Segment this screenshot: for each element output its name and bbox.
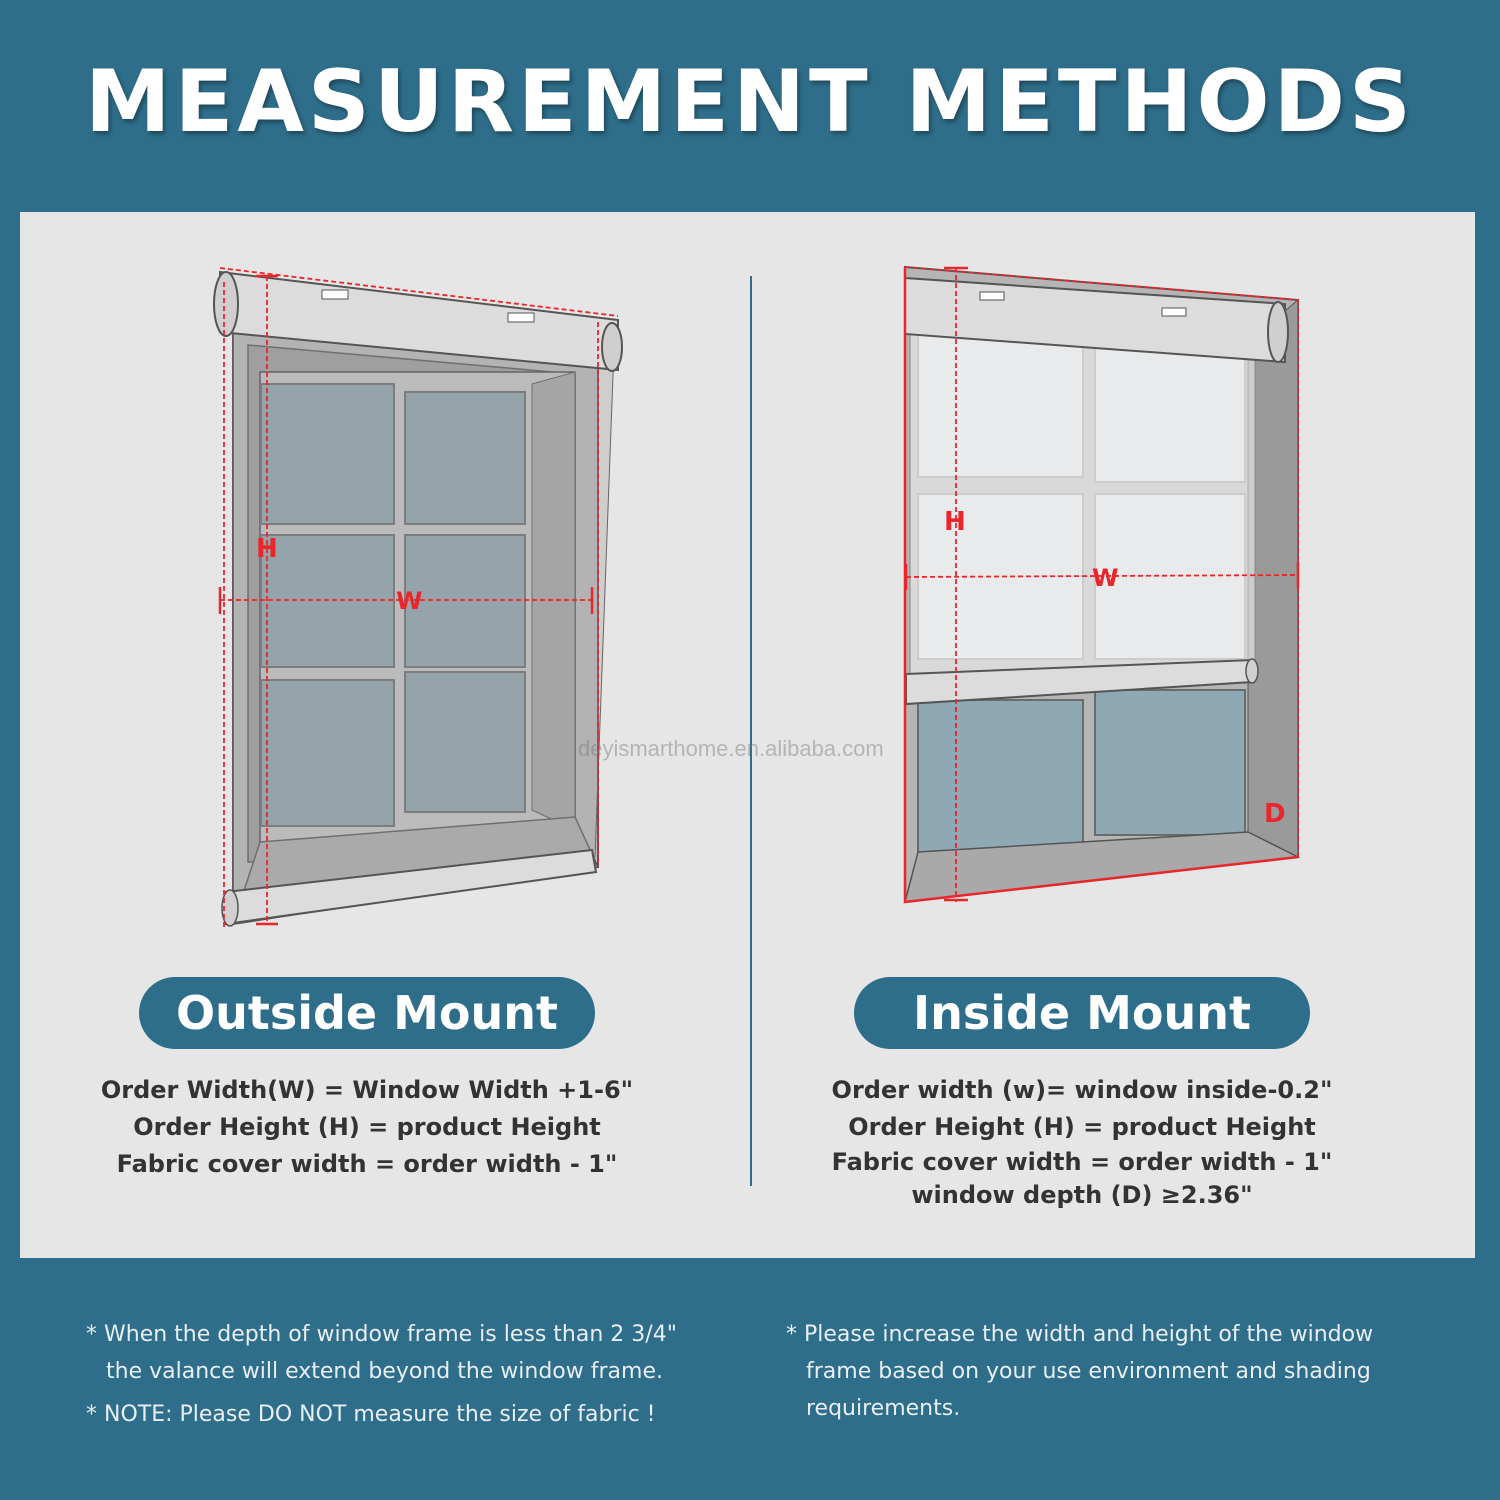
inside-formula-width: Order width (w)= window inside-0.2"	[831, 1076, 1333, 1104]
panel-divider	[750, 276, 752, 1186]
outside-formula-fabric: Fabric cover width = order width - 1"	[116, 1150, 618, 1178]
inside-mount-formulas: Order width (w)= window inside-0.2" Orde…	[782, 1072, 1382, 1212]
note-increase-line1: * Please increase the width and height o…	[786, 1322, 1374, 1347]
outside-mount-heading: Outside Mount	[139, 977, 595, 1049]
inside-window-panes-exposed	[917, 689, 1246, 856]
outside-label-w: W	[396, 587, 422, 615]
note-increase-line2: frame based on your use environment and …	[806, 1359, 1371, 1384]
outside-formula-width: Order Width(W) = Window Width +1-6"	[100, 1076, 634, 1104]
page-title: MEASUREMENT METHODS	[85, 52, 1415, 152]
outside-mount-formulas: Order Width(W) = Window Width +1-6" Orde…	[67, 1072, 667, 1183]
inside-label-d: D	[1264, 799, 1286, 829]
note-fabric: * NOTE: Please DO NOT measure the size o…	[86, 1402, 656, 1427]
inside-mount-heading: Inside Mount	[854, 977, 1310, 1049]
watermark: deyismarthome.en.alibaba.com	[578, 736, 884, 761]
inside-mount-illustration: H W D	[903, 265, 1301, 904]
inside-formula-fabric: Fabric cover width = order width - 1"	[831, 1148, 1333, 1176]
inside-formula-depth: window depth (D) ≥2.36"	[911, 1181, 1253, 1209]
inside-measure-lines	[904, 266, 1299, 902]
note-increase-line3: requirements.	[806, 1396, 961, 1421]
outside-window-panes	[260, 383, 526, 827]
inside-label-w: W	[1092, 564, 1118, 592]
outside-mount-illustration: H W	[213, 267, 623, 927]
notes-right: * Please increase the width and height o…	[786, 1316, 1466, 1427]
window-illustrations: H W	[213, 265, 1301, 927]
outside-shade-fabric	[232, 291, 616, 925]
outside-label-h: H	[256, 534, 278, 564]
outside-formula-height: Order Height (H) = product Height	[133, 1113, 601, 1141]
diagram-panel: H W	[20, 212, 1475, 1258]
notes-left: * When the depth of window frame is less…	[86, 1316, 746, 1433]
note-depth-line2: the valance will extend beyond the windo…	[106, 1359, 663, 1384]
note-depth-line1: * When the depth of window frame is less…	[86, 1322, 677, 1347]
inside-label-h: H	[944, 507, 966, 537]
inside-formula-height: Order Height (H) = product Height	[848, 1113, 1316, 1141]
outside-measure-lines	[219, 267, 619, 927]
